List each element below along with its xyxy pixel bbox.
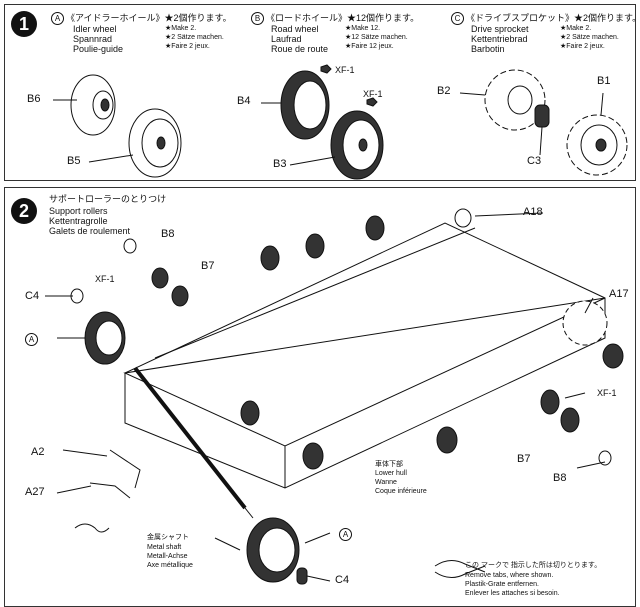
tension-parts — [74, 449, 141, 533]
idler-wheel-en: Idler wheel — [73, 24, 117, 34]
cut-note-en: Remove tabs, where shown. — [465, 572, 554, 579]
idler-make-fr: ★Faire 2 jeux. — [165, 43, 210, 50]
part-marker-b: B — [251, 12, 264, 25]
road-make-de: ★12 Sätze machen. — [345, 34, 408, 41]
support-rollers-de: Kettentragrolle — [49, 216, 108, 226]
step-1-drawings — [53, 64, 628, 180]
label-b8: B8 — [161, 228, 175, 240]
cut-note-jp: この マークで 指示した所は切りとります。 — [465, 562, 602, 569]
label-a17: A17 — [609, 288, 629, 300]
label-b5: B5 — [67, 155, 81, 167]
label-xf1-paint-b: XF-1 — [363, 89, 383, 99]
idler-wheel-fr: Poulie-guide — [73, 44, 124, 54]
drive-sprocket-title: C《ドライブスプロケット》★2個作ります。 — [451, 12, 640, 25]
road-wheel-de: Laufrad — [271, 34, 302, 44]
lower-hull-de: Wanne — [375, 479, 397, 486]
leader-lines — [45, 212, 606, 582]
metal-shaft-en: Metal shaft — [147, 544, 182, 551]
road-wheel-fr: Roue de route — [271, 44, 329, 54]
step-number-badge-2: 2 — [11, 198, 37, 224]
part-marker-c: C — [451, 12, 464, 25]
label-b6: B6 — [27, 93, 41, 105]
label-xf1-left: XF-1 — [95, 274, 115, 284]
label-b3: B3 — [273, 158, 287, 170]
idler-wheel-de: Spannrad — [73, 34, 113, 44]
idler-wheel-drawing — [53, 74, 182, 178]
metal-shaft-drawing — [133, 366, 254, 519]
sprocket-make-fr: ★Faire 2 jeux. — [560, 43, 605, 50]
lower-hull-jp: 車体下部 — [375, 461, 403, 468]
idler-make-en: ★Make 2. — [165, 25, 197, 32]
cut-note-fr: Enlever les attaches si besoin. — [465, 590, 560, 597]
road-make-en: ★Make 12. — [345, 25, 381, 32]
drive-sprocket-en: Drive sprocket — [471, 24, 529, 34]
road-wheel-drawing — [261, 64, 384, 180]
top-rollers — [70, 208, 612, 470]
label-c4: C4 — [25, 290, 40, 302]
label-c3: C3 — [527, 155, 542, 167]
side-cutter-icon — [434, 560, 486, 578]
label-a27: A27 — [25, 486, 45, 498]
step-2-panel: 2 サポートローラーのとりつけ Support rollers Kettentr… — [4, 187, 636, 607]
label-b8-right: B8 — [553, 472, 567, 484]
idler-wheel-title: A《アイドラーホイール》★2個作ります。 — [51, 12, 232, 25]
drive-sprocket-de: Kettentriebrad — [471, 34, 528, 44]
label-a-idler: A — [25, 333, 40, 346]
label-b2: B2 — [437, 85, 451, 97]
road-make-fr: ★Faire 12 jeux. — [345, 43, 394, 50]
sprocket-make-en: ★Make 2. — [560, 25, 592, 32]
step-1-panel: 1 A《アイドラーホイール》★2個作ります。 Idler wheel Spann… — [4, 4, 640, 181]
step-2-drawings — [45, 208, 624, 585]
metal-shaft-jp: 金属シャフト — [147, 534, 189, 541]
label-c4-bottom: C4 — [335, 574, 350, 586]
label-a2: A2 — [31, 446, 45, 458]
label-b7: B7 — [201, 260, 215, 272]
assembled-wheels — [84, 300, 624, 585]
cut-note-de: Plastik-Grate entfernen. — [465, 581, 539, 588]
support-rollers-fr: Galets de roulement — [49, 226, 131, 236]
label-xf1-paint-a: XF-1 — [335, 65, 355, 75]
idler-make-de: ★2 Sätze machen. — [165, 34, 224, 41]
step-number-badge: 1 — [11, 11, 37, 37]
sprocket-make-de: ★2 Sätze machen. — [560, 34, 619, 41]
part-marker-a: A — [51, 12, 64, 25]
drive-sprocket-fr: Barbotin — [471, 44, 505, 54]
label-b4: B4 — [237, 95, 251, 107]
label-b1: B1 — [597, 75, 611, 87]
label-a-bottom: A — [339, 528, 354, 541]
road-wheel-en: Road wheel — [271, 24, 319, 34]
drive-sprocket-drawing — [459, 69, 628, 176]
road-wheel-title: B《ロードホイール》★12個作ります。 — [251, 12, 419, 25]
label-b7-right: B7 — [517, 453, 531, 465]
label-a18: A18 — [523, 206, 543, 218]
metal-shaft-de: Metall-Achse — [147, 553, 188, 560]
label-xf1-right: XF-1 — [597, 388, 617, 398]
lower-hull-fr: Coque inférieure — [375, 488, 427, 495]
support-rollers-jp: サポートローラーのとりつけ — [49, 194, 167, 204]
support-rollers-en: Support rollers — [49, 206, 108, 216]
lower-hull-en: Lower hull — [375, 470, 407, 477]
metal-shaft-fr: Axe métallique — [147, 562, 193, 569]
